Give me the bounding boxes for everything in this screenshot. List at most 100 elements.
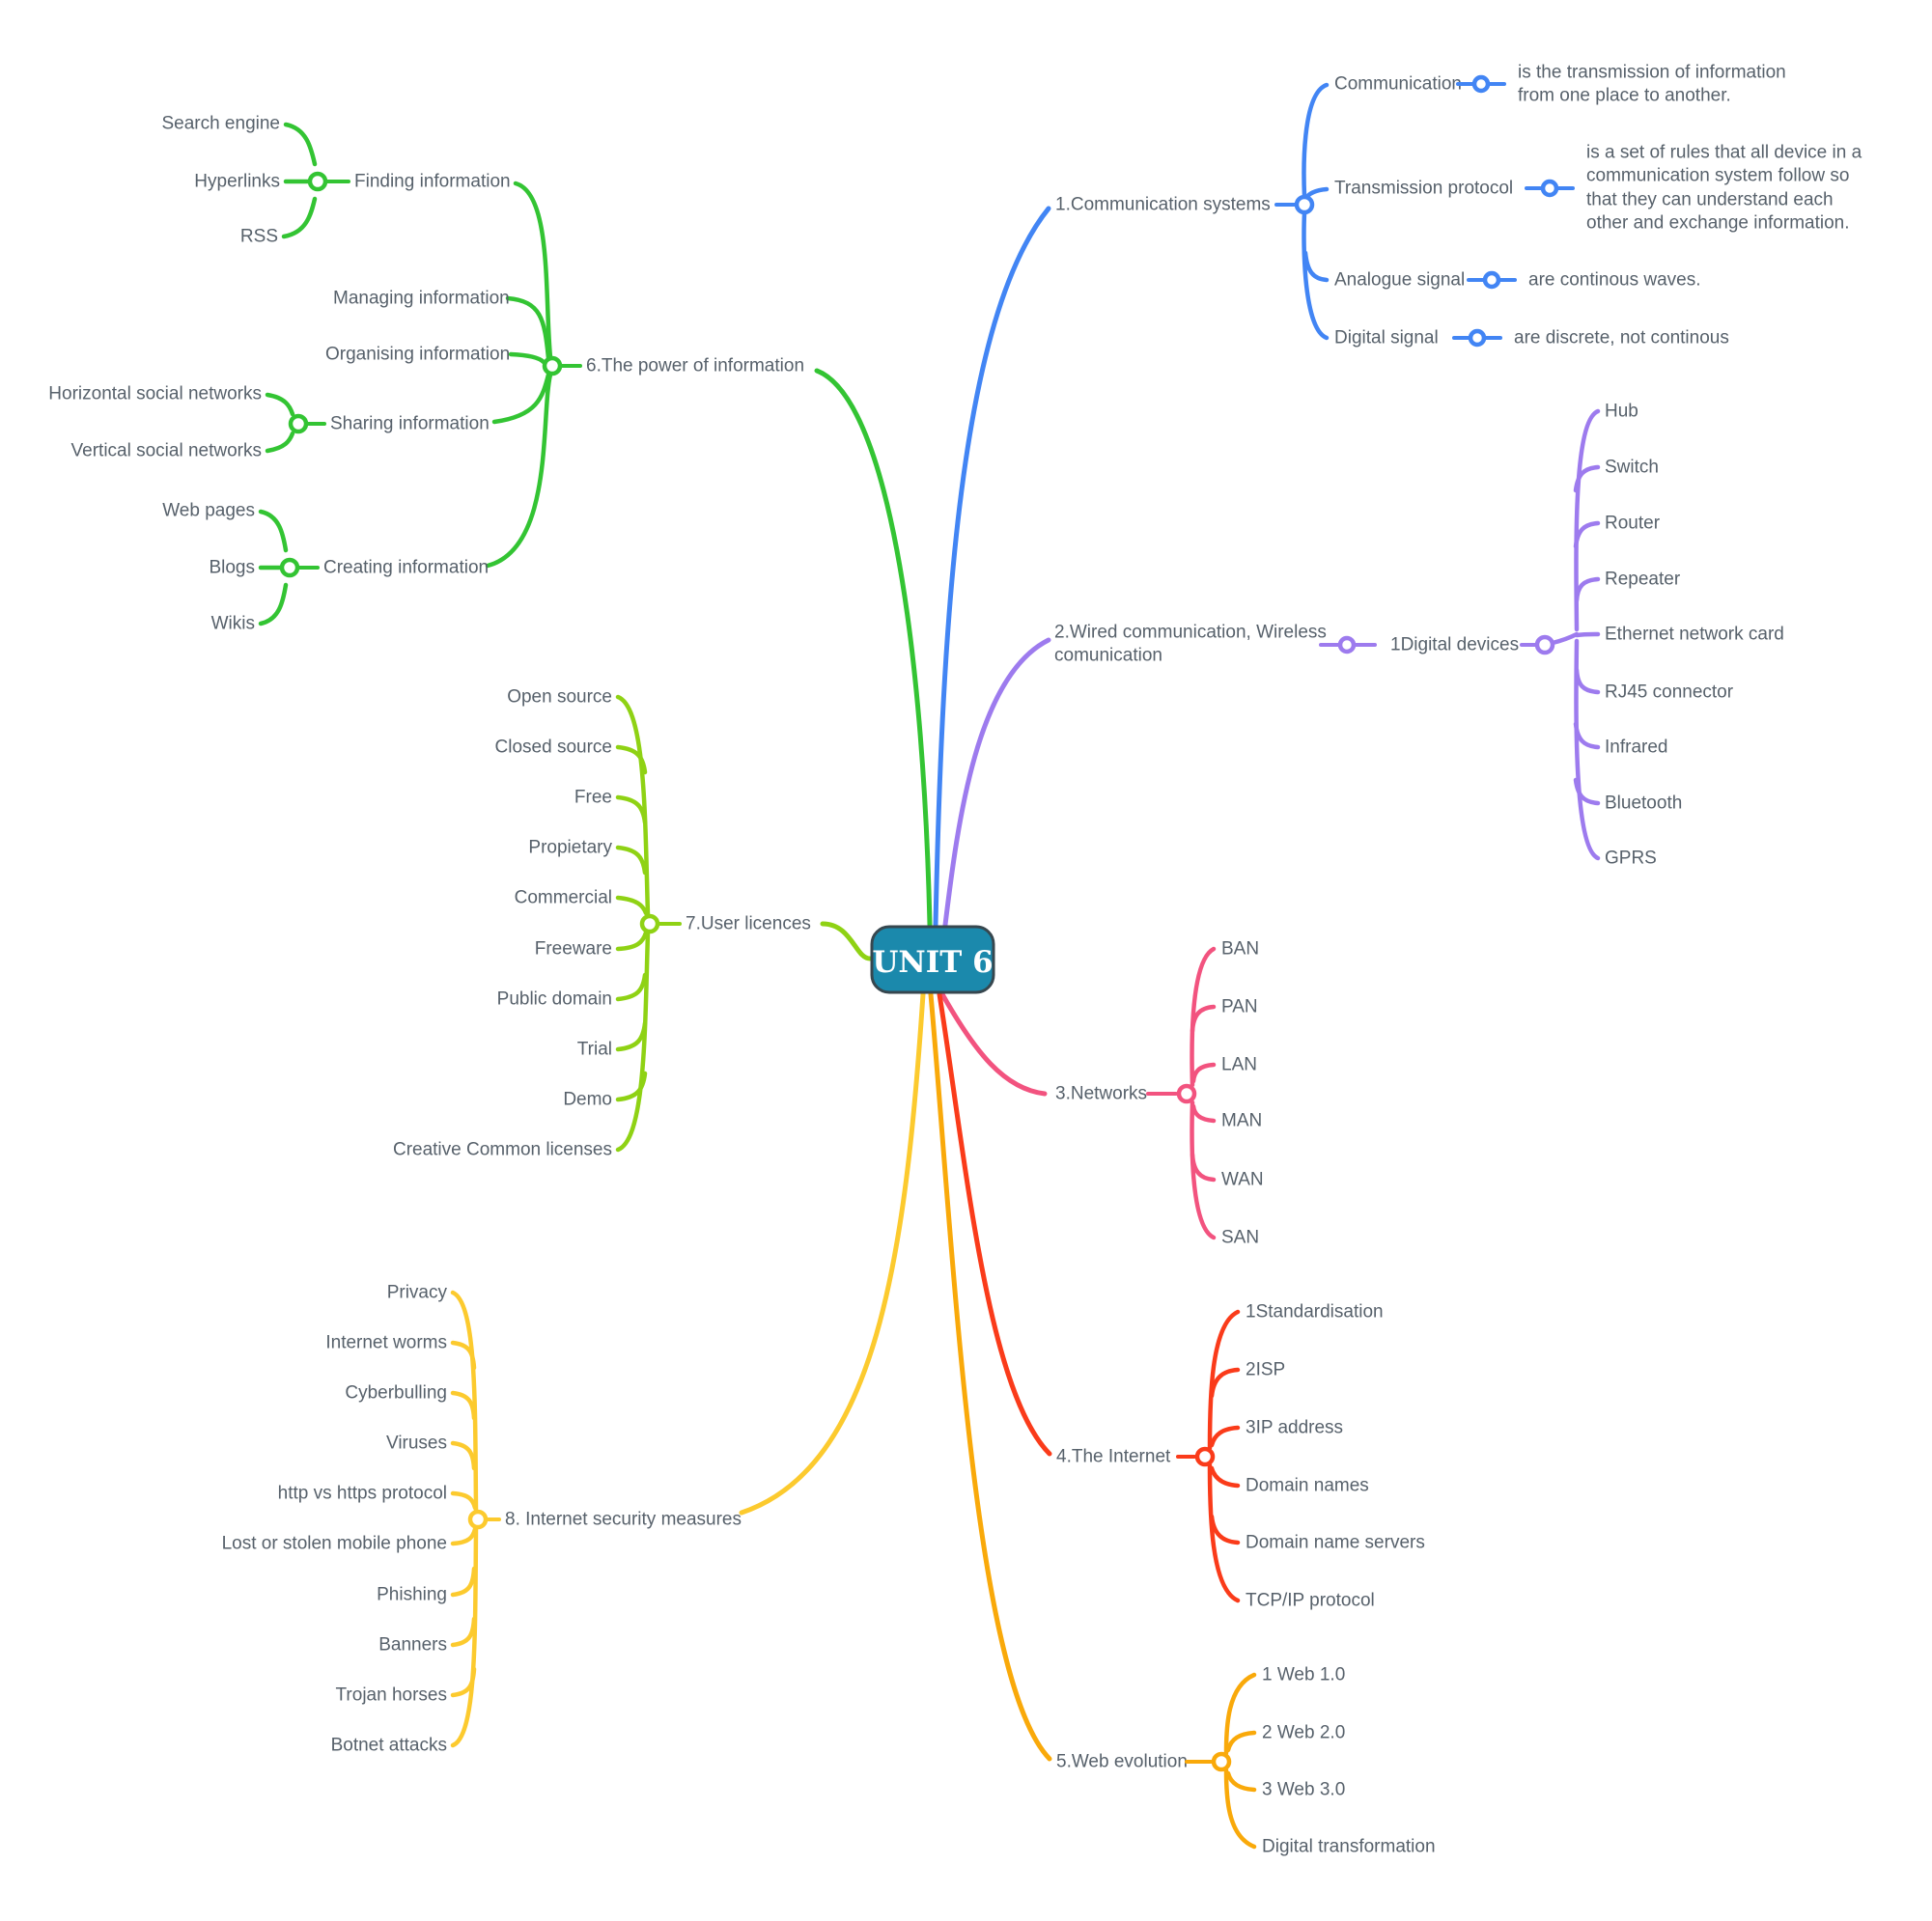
topic-banners[interactable]: Banners (378, 1635, 447, 1656)
topic-communication-systems[interactable]: 1.Communication systems (1055, 195, 1271, 215)
topic-trial[interactable]: Trial (577, 1040, 612, 1060)
topic-commercial[interactable]: Commercial (515, 888, 612, 908)
topic-switch[interactable]: Switch (1605, 458, 1659, 478)
topic-cyberbulling[interactable]: Cyberbulling (345, 1383, 447, 1404)
topic-wired-wireless-line1[interactable]: 2.Wired communication, Wireless (1054, 623, 1327, 643)
topic-communication[interactable]: Communication (1334, 74, 1462, 95)
center-node-label[interactable]: UNIT 6 (872, 945, 993, 980)
topic-ethernet-network-card[interactable]: Ethernet network card (1605, 625, 1784, 645)
topic-power-of-information[interactable]: 6.The power of information (586, 356, 804, 376)
topic-http-vs-https[interactable]: http vs https protocol (278, 1484, 447, 1504)
topic-web30[interactable]: 3 Web 3.0 (1262, 1780, 1345, 1800)
topic-lost-stolen-phone[interactable]: Lost or stolen mobile phone (222, 1534, 447, 1554)
def-digital[interactable]: are discrete, not continous (1514, 328, 1729, 348)
topic-public-domain[interactable]: Public domain (497, 989, 612, 1010)
def-communication-line1[interactable]: is the transmission of information (1518, 63, 1786, 83)
topic-search-engine[interactable]: Search engine (161, 114, 280, 134)
def-node-circle[interactable] (1471, 74, 1491, 94)
topic-internet-worms[interactable]: Internet worms (325, 1333, 447, 1353)
topic-horizontal-social-networks[interactable]: Horizontal social networks (48, 384, 262, 404)
topic-the-internet[interactable]: 4.The Internet (1056, 1447, 1171, 1467)
def-node-circle[interactable] (1482, 270, 1501, 290)
topic-web20[interactable]: 2 Web 2.0 (1262, 1723, 1345, 1743)
def-transmission-line4[interactable]: other and exchange information. (1586, 213, 1850, 234)
topic-hub[interactable]: Hub (1605, 402, 1638, 422)
def-transmission-line3[interactable]: that they can understand each (1586, 190, 1834, 210)
topic-wired-wireless-line2[interactable]: comunication (1054, 646, 1162, 666)
topic-rj45-connector[interactable]: RJ45 connector (1605, 682, 1734, 703)
node-circle-user-licences[interactable] (639, 913, 660, 934)
topic-free[interactable]: Free (574, 788, 612, 808)
topic-open-source[interactable]: Open source (507, 687, 612, 708)
topic-standardisation[interactable]: 1Standardisation (1246, 1302, 1384, 1322)
topic-isp[interactable]: 2ISP (1246, 1360, 1285, 1380)
topic-gprs[interactable]: GPRS (1605, 849, 1657, 869)
topic-digital-transformation[interactable]: Digital transformation (1262, 1837, 1436, 1857)
topic-pan[interactable]: PAN (1221, 997, 1258, 1017)
def-node-circle[interactable] (1468, 328, 1487, 348)
node-circle-web-evolution[interactable] (1211, 1751, 1232, 1772)
center-node-box[interactable] (870, 925, 995, 994)
topic-digital-devices[interactable]: 1Digital devices (1390, 635, 1519, 655)
topic-man[interactable]: MAN (1221, 1111, 1262, 1131)
def-transmission-line1[interactable]: is a set of rules that all device in a (1586, 143, 1862, 163)
def-communication-line2[interactable]: from one place to another. (1518, 86, 1731, 106)
topic-bluetooth[interactable]: Bluetooth (1605, 793, 1682, 814)
topic-managing-information[interactable]: Managing information (333, 289, 510, 309)
topic-hyperlinks[interactable]: Hyperlinks (194, 172, 280, 192)
node-circle-communication-systems[interactable] (1294, 194, 1315, 215)
topic-transmission-protocol[interactable]: Transmission protocol (1334, 179, 1513, 199)
topic-rss[interactable]: RSS (240, 227, 278, 247)
def-node-circle[interactable] (1540, 179, 1559, 198)
node-circle-the-internet[interactable] (1194, 1446, 1216, 1467)
topic-web-pages[interactable]: Web pages (162, 501, 255, 521)
center-node[interactable]: UNIT 6 (870, 925, 995, 994)
topic-closed-source[interactable]: Closed source (495, 738, 612, 758)
topic-demo[interactable]: Demo (563, 1090, 612, 1110)
topic-san[interactable]: SAN (1221, 1228, 1259, 1248)
topic-phishing[interactable]: Phishing (377, 1585, 447, 1605)
node-circle-creating[interactable] (279, 557, 300, 578)
topic-organising-information[interactable]: Organising information (325, 345, 510, 365)
topic-repeater[interactable]: Repeater (1605, 570, 1681, 590)
topic-botnet-attacks[interactable]: Botnet attacks (331, 1736, 447, 1756)
topic-blogs[interactable]: Blogs (209, 558, 255, 578)
topic-infrared[interactable]: Infrared (1605, 738, 1667, 758)
topic-sharing-information[interactable]: Sharing information (330, 414, 490, 434)
topic-freeware[interactable]: Freeware (535, 939, 612, 960)
topic-viruses[interactable]: Viruses (386, 1434, 447, 1454)
topic-router[interactable]: Router (1605, 514, 1661, 534)
topic-wikis[interactable]: Wikis (211, 614, 255, 634)
topic-web10[interactable]: 1 Web 1.0 (1262, 1665, 1345, 1685)
topic-finding-information[interactable]: Finding information (354, 172, 511, 192)
node-circle-digital-devices[interactable] (1534, 634, 1555, 655)
topic-creative-common-licenses[interactable]: Creative Common licenses (393, 1140, 612, 1160)
node-circle-finding[interactable] (307, 171, 328, 192)
topic-domain-names[interactable]: Domain names (1246, 1476, 1369, 1496)
def-analogue[interactable]: are continous waves. (1528, 270, 1701, 291)
topic-security-measures[interactable]: 8. Internet security measures (505, 1510, 742, 1530)
topic-ban[interactable]: BAN (1221, 939, 1259, 960)
topic-digital-signal[interactable]: Digital signal (1334, 328, 1439, 348)
topic-creating-information[interactable]: Creating information (323, 558, 489, 578)
node-circle-wired-wireless[interactable] (1337, 635, 1357, 654)
branch-power-of-information: 6.The power of information Finding infor… (48, 114, 933, 928)
topic-propietary[interactable]: Propietary (528, 838, 612, 858)
topic-analogue-signal[interactable]: Analogue signal (1334, 270, 1465, 291)
topic-privacy[interactable]: Privacy (387, 1283, 448, 1303)
node-circle-sharing[interactable] (288, 413, 309, 434)
node-circle-power-of-information[interactable] (542, 355, 563, 376)
topic-domain-name-servers[interactable]: Domain name servers (1246, 1533, 1425, 1553)
topic-web-evolution[interactable]: 5.Web evolution (1056, 1752, 1188, 1772)
def-transmission-line2[interactable]: communication system follow so (1586, 166, 1849, 186)
node-circle-networks[interactable] (1176, 1083, 1197, 1104)
topic-user-licences[interactable]: 7.User licences (686, 914, 811, 934)
topic-lan[interactable]: LAN (1221, 1055, 1257, 1075)
node-circle-security-measures[interactable] (467, 1509, 489, 1530)
topic-networks[interactable]: 3.Networks (1055, 1084, 1147, 1104)
topic-wan[interactable]: WAN (1221, 1170, 1264, 1190)
topic-ip-address[interactable]: 3IP address (1246, 1418, 1343, 1438)
topic-vertical-social-networks[interactable]: Vertical social networks (71, 441, 262, 461)
topic-trojan-horses[interactable]: Trojan horses (336, 1685, 447, 1706)
topic-tcpip-protocol[interactable]: TCP/IP protocol (1246, 1591, 1375, 1611)
